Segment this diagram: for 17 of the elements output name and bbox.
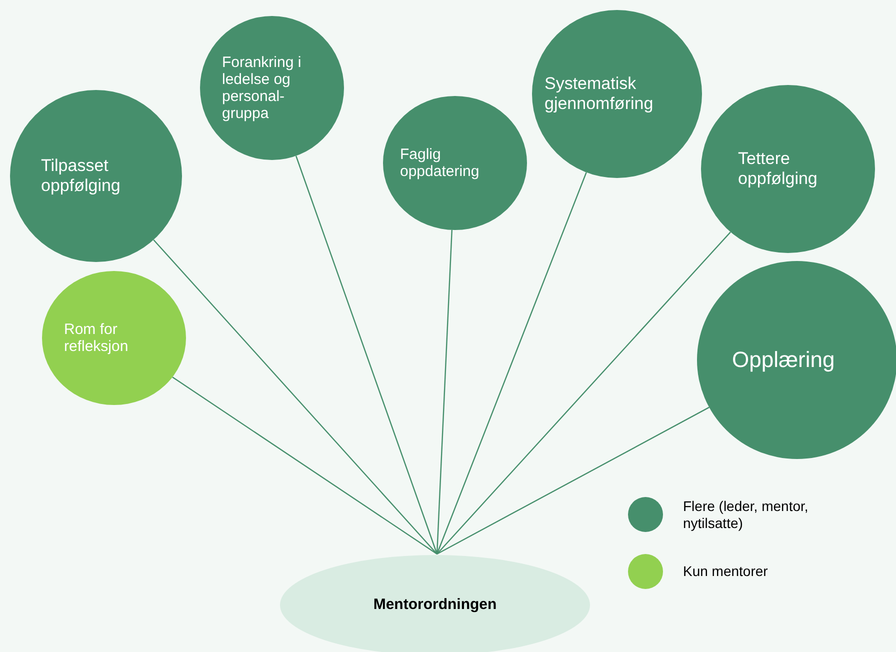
node-label: Tettere oppfølging: [738, 149, 818, 189]
node-label: Systematisk gjennomføring: [544, 74, 654, 114]
connector-line: [172, 376, 438, 554]
node-label: Tilpasset oppfølging: [41, 156, 122, 196]
connector-line: [436, 406, 710, 555]
node-label: Rom for refleksjon: [64, 320, 130, 356]
node-label: Forankring i ledelse og personal-gruppa: [222, 54, 302, 122]
connector-line: [436, 172, 587, 554]
node-label: Opplæring: [732, 347, 836, 373]
node-label: Mentorordningen: [372, 594, 498, 615]
legend-label: Kun mentorer: [683, 563, 769, 580]
connector-line: [153, 239, 438, 554]
connector-line: [436, 230, 453, 554]
connector-line: [295, 156, 438, 554]
connector-line: [436, 232, 731, 554]
legend-label: Flere (leder, mentor, nytilsatte): [683, 498, 810, 532]
node-label: Faglig oppdatering: [400, 146, 480, 180]
